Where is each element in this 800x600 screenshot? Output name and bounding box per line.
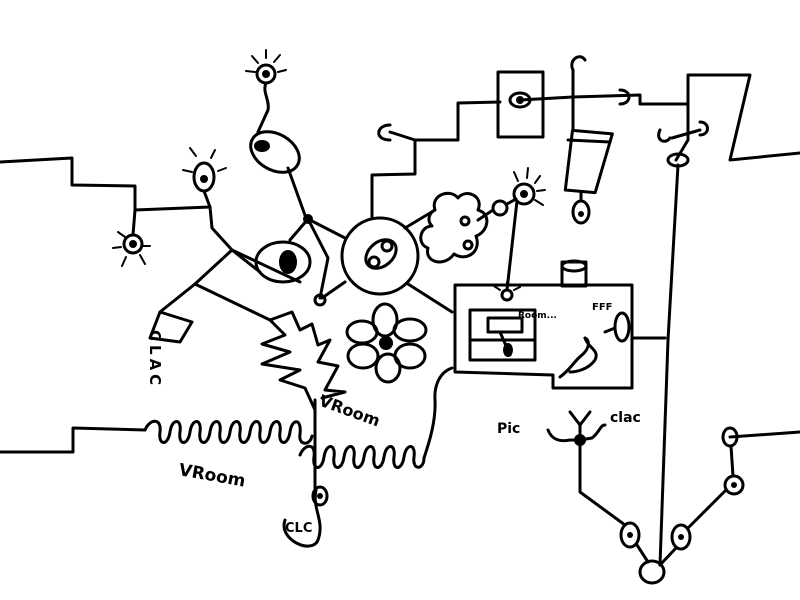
clac-box [148, 310, 194, 344]
bulb-right-icon [491, 167, 546, 217]
vroom-upper-label: VRoom [317, 391, 383, 431]
hook-icon [377, 123, 417, 142]
small-droplet-icon [311, 485, 329, 507]
top-left-stair-wire [0, 156, 302, 322]
fff-label: FFF [592, 302, 613, 313]
clac-right-label: clac [610, 410, 641, 426]
bottom-chain [619, 426, 745, 585]
top-right-frame [496, 70, 614, 202]
pic-label: Pic [497, 421, 520, 437]
bulb-top-icon [245, 49, 287, 112]
bulb-left-icon [182, 147, 227, 209]
clac-left-label: CLAC [146, 330, 164, 389]
resistor-zigzag [260, 310, 347, 412]
machine-box [453, 199, 667, 390]
coil-upper [143, 419, 314, 445]
cloud-node [419, 191, 495, 264]
junction-node [288, 214, 347, 307]
top-right-stair-wire [370, 68, 800, 220]
room-label: Room... [518, 311, 557, 321]
bottom-right-wire [728, 430, 800, 439]
vroom-lower-label: VRoom [177, 460, 247, 491]
flower-node [345, 302, 428, 384]
stem-wire [282, 398, 322, 548]
tripod-node [546, 410, 627, 527]
clc-bottom-label: CLC [285, 521, 312, 536]
hook-top-right-icon [570, 55, 631, 106]
bottom-left-wire [0, 426, 147, 454]
right-vertical-wire [658, 163, 680, 567]
upper-oval-node [249, 108, 308, 220]
bulb-bottom-left-icon [112, 208, 151, 267]
coil-lower [298, 366, 454, 469]
left-eye-node [230, 240, 312, 284]
valve-icon [657, 102, 709, 168]
